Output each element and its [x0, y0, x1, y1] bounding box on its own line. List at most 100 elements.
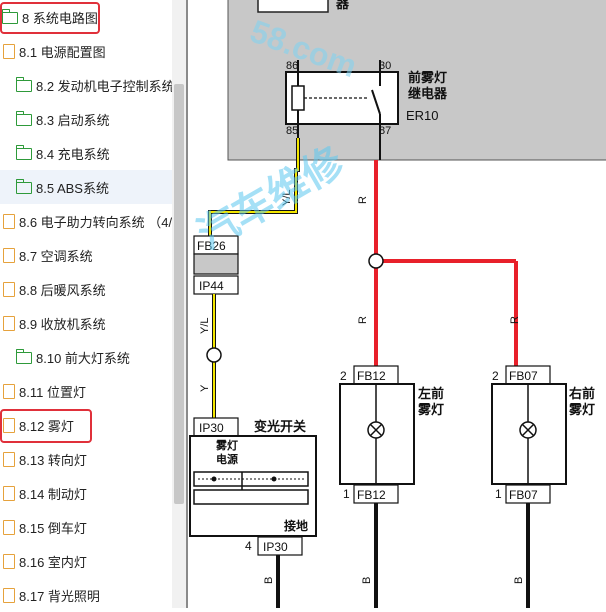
sidebar-item-label: 8.13 转向灯: [19, 452, 87, 468]
sidebar-item-engine-control[interactable]: 8.2 发动机电子控制系统: [0, 68, 172, 102]
sidebar-item-rear-heater[interactable]: 8.8 后暖风系统: [0, 272, 172, 306]
fragment-text: 器: [335, 0, 350, 11]
doc-icon: [3, 485, 15, 501]
wire-label-y: Y: [199, 384, 211, 392]
sidebar-item-power-config[interactable]: 8.1 电源配置图: [0, 34, 172, 68]
doc-icon: [3, 451, 15, 467]
connector-fb26-label: FB26: [197, 239, 226, 253]
folder-icon: [15, 77, 32, 92]
sidebar-item-label: 8.2 发动机电子控制系统: [36, 78, 172, 94]
sidebar-item-abs[interactable]: 8.5 ABS系统: [0, 170, 172, 204]
sidebar-item-backlighting[interactable]: 8.17 背光照明: [0, 578, 172, 612]
doc-icon: [3, 315, 15, 331]
sidebar-item-starting[interactable]: 8.3 启动系统: [0, 102, 172, 136]
sidebar-item-label: 8.3 启动系统: [36, 112, 110, 128]
sidebar-item-charging[interactable]: 8.4 充电系统: [0, 136, 172, 170]
pane-divider[interactable]: [186, 0, 188, 608]
switch-title: 变光开关: [254, 419, 306, 434]
circuit-diagram: 器 86 30 85 87 前雾灯继电器 ER10 Y/L FB26 IP44 …: [189, 0, 606, 608]
relay-switch-icon: [371, 60, 381, 160]
lamp-right-pin-top: 2: [492, 369, 499, 383]
connector-fb12-label: FB12: [357, 369, 386, 383]
lamp-icon: [367, 421, 385, 439]
folder-icon: [15, 349, 32, 364]
relay-name-line1: 前雾灯: [408, 70, 447, 85]
lamp-right-line1: 右前: [568, 386, 595, 401]
lamp-left-line1: 左前: [418, 386, 444, 401]
wire-label-b-switch: B: [263, 577, 275, 584]
sidebar-item-label: 8.11 位置灯: [19, 384, 86, 400]
sidebar-item-label: 8.9 收放机系统: [19, 316, 106, 332]
doc-icon: [3, 553, 15, 569]
lamp-right-name: 右前雾灯: [568, 386, 595, 417]
switch-ground-label: 接地: [284, 518, 308, 533]
folder-icon: [15, 145, 32, 160]
highlight-annotation: [0, 409, 92, 443]
sidebar-item-label: 8.1 电源配置图: [19, 44, 106, 60]
sidebar-item-label: 8.4 充电系统: [36, 146, 110, 162]
sidebar-item-brake-lamps[interactable]: 8.14 制动灯: [0, 476, 172, 510]
doc-icon: [3, 519, 15, 535]
connector-fb12-bottom-label: FB12: [357, 488, 386, 502]
splice-point: [206, 347, 222, 363]
relay-coil-icon: [291, 60, 368, 138]
sidebar-item-radio[interactable]: 8.9 收放机系统: [0, 306, 172, 340]
switch-contacts-icon: [193, 471, 309, 505]
switch-pin-label: 4: [245, 539, 252, 553]
connector-fb07-bottom-label: FB07: [509, 488, 538, 502]
doc-icon: [3, 213, 15, 229]
sidebar-item-label: 8.12 雾灯: [19, 418, 74, 434]
relay-pin-87: 87: [379, 125, 391, 137]
sidebar-item-label: 8 系统电路图: [22, 10, 98, 26]
wire-label-r-1: R: [357, 196, 369, 204]
lamp-left-name: 左前雾灯: [417, 386, 444, 417]
connector-separator: [193, 253, 239, 275]
wire-label-yl-2: Y/L: [199, 317, 211, 334]
sidebar-item-interior-lamps[interactable]: 8.16 室内灯: [0, 544, 172, 578]
sidebar-item-eps[interactable]: 8.6 电子助力转向系统 （4/: [0, 204, 172, 238]
wire-label-r-2: R: [357, 316, 369, 324]
wire-label-b-right: B: [513, 577, 525, 584]
switch-fog-line2: 电源: [216, 452, 238, 466]
folder-icon: [15, 111, 32, 126]
sidebar-item-system-circuits[interactable]: 8 系统电路图: [0, 0, 172, 34]
relay-code: ER10: [406, 108, 439, 123]
lamp-icon: [519, 421, 537, 439]
doc-icon: [3, 383, 15, 399]
relay-name: 前雾灯继电器: [408, 70, 448, 101]
doc-icon: [3, 247, 15, 263]
sidebar-item-reverse-lamps[interactable]: 8.15 倒车灯: [0, 510, 172, 544]
relay-pin-86: 86: [286, 60, 298, 72]
connector-ip44-label: IP44: [199, 279, 224, 293]
wire-label-r-3: R: [509, 316, 521, 324]
doc-icon: [3, 587, 15, 603]
lamp-left-line2: 雾灯: [417, 402, 444, 417]
sidebar-item-label: 8.5 ABS系统: [36, 180, 109, 196]
doc-icon: [3, 281, 15, 297]
fuse-fragment: [257, 0, 329, 13]
wire-label-b-left: B: [361, 577, 373, 584]
sidebar-item-position-lamps[interactable]: 8.11 位置灯: [0, 374, 172, 408]
sidebar-item-label: 8.16 室内灯: [19, 554, 87, 570]
sidebar-item-label: 8.8 后暖风系统: [19, 282, 106, 298]
lamp-left-pin-top: 2: [340, 369, 347, 383]
sidebar-item-fog-lamps[interactable]: 8.12 雾灯: [0, 408, 172, 442]
doc-icon: [3, 43, 15, 59]
sidebar-item-label: 8.17 背光照明: [19, 588, 100, 604]
sidebar-item-label: 8.15 倒车灯: [19, 520, 87, 536]
sidebar-item-turn-signals[interactable]: 8.13 转向灯: [0, 442, 172, 476]
scrollbar-thumb[interactable]: [174, 84, 184, 504]
relay-name-line2: 继电器: [408, 86, 448, 101]
lamp-right-pin-bottom: 1: [495, 487, 502, 501]
connector-ip30-label: IP30: [199, 421, 224, 435]
sidebar-item-ac[interactable]: 8.7 空调系统: [0, 238, 172, 272]
lamp-left-pin-bottom: 1: [343, 487, 350, 501]
connector-fb07-label: FB07: [509, 369, 538, 383]
wire-label-yl: Y/L: [281, 189, 293, 206]
splice-point-r: [368, 253, 384, 269]
wire-y-l: [208, 138, 300, 238]
sidebar-item-headlamps[interactable]: 8.10 前大灯系统: [0, 340, 172, 374]
sidebar-item-label: 8.10 前大灯系统: [36, 350, 130, 366]
switch-fog-line1: 雾灯: [215, 438, 238, 452]
relay-pin-30: 30: [379, 60, 391, 72]
